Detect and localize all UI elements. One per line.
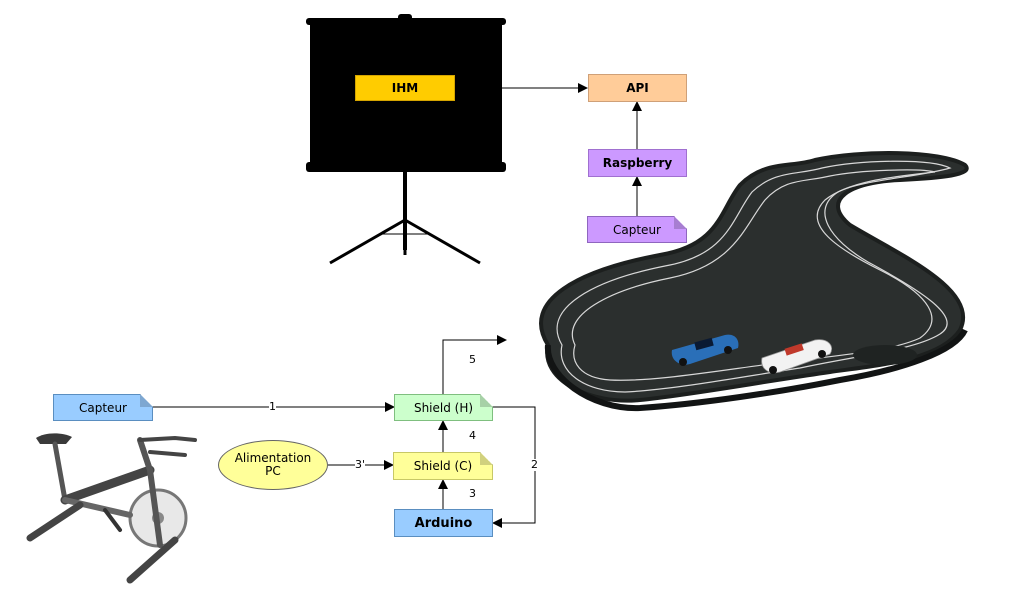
edge-label-1: 1 — [269, 400, 276, 413]
shield-h-note: Shield (H) — [394, 394, 493, 421]
slot-car-track-image — [539, 151, 969, 412]
raspberry-box: Raspberry — [588, 149, 687, 177]
edge-label-3-prime: 3' — [355, 458, 366, 471]
edge-label-4: 4 — [469, 429, 476, 442]
edge-label-3: 3 — [469, 487, 476, 500]
shield-c-note: Shield (C) — [393, 452, 493, 480]
ihm-box: IHM — [355, 75, 455, 101]
edge-label-2: 2 — [531, 458, 538, 471]
projector-screen-image — [306, 14, 506, 265]
edge-shield-h-arduino — [492, 406, 536, 528]
api-box: API — [588, 74, 687, 102]
capteur-left-note: Capteur — [53, 394, 153, 421]
exercise-bike-image — [26, 433, 197, 584]
edge-label-5: 5 — [469, 353, 476, 366]
arduino-box: Arduino — [394, 509, 493, 537]
alimentation-pc-ellipse: Alimentation PC — [218, 440, 328, 490]
capteur-top-note: Capteur — [587, 216, 687, 243]
edge-shield-h-track — [442, 335, 507, 394]
